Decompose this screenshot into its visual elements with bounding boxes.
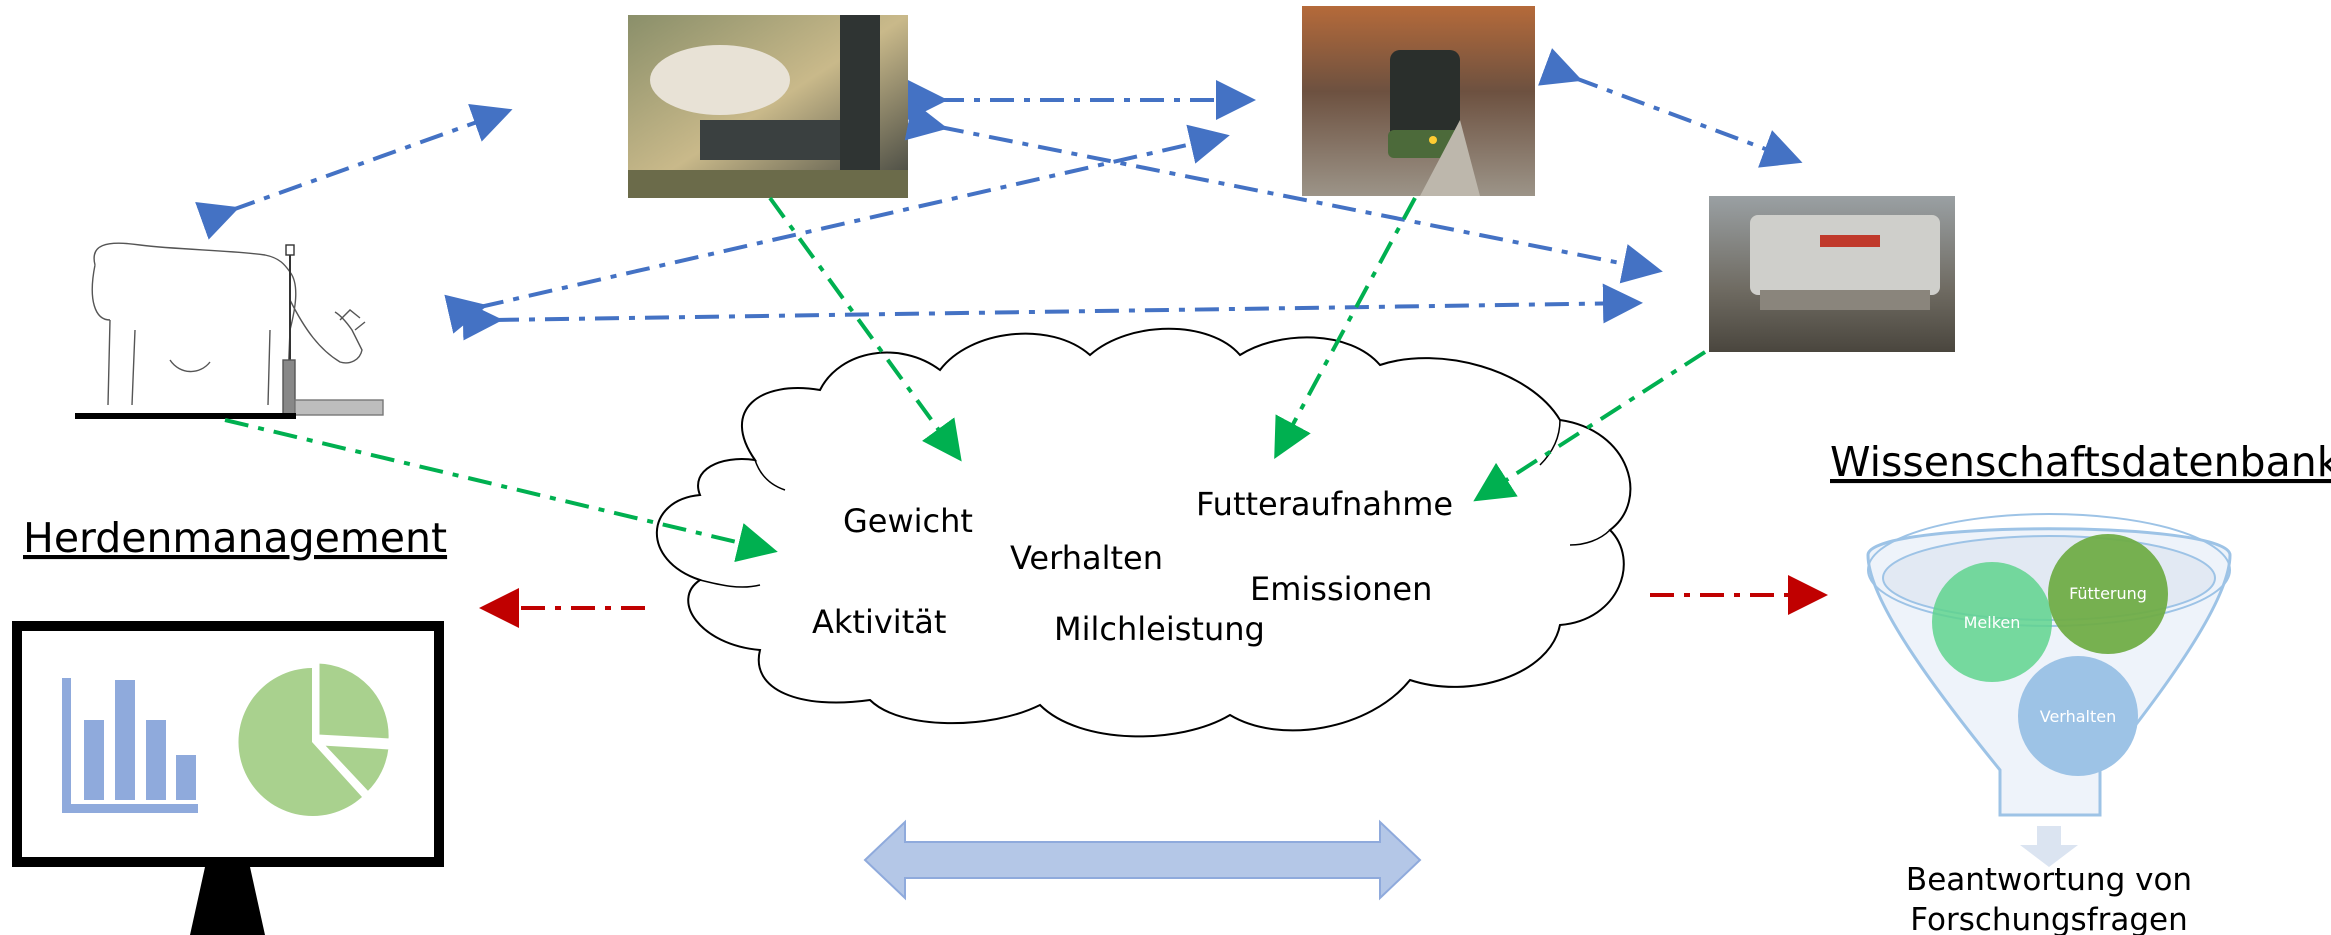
- circle-feeding: [2048, 534, 2168, 654]
- output-arrows: [479, 575, 1828, 628]
- arrow-pusher-to-cloud: [1473, 350, 1707, 502]
- cloud-term-behavior: Verhalten: [1010, 539, 1163, 577]
- cloud-term-weight: Gewicht: [843, 502, 973, 540]
- milking-robot-photo: [628, 15, 908, 198]
- arrow-cow-to-pusher: [462, 283, 1643, 341]
- funnel-output-line2: Forschungsfragen: [1910, 902, 2187, 935]
- arrow-cow-to-milking: [195, 103, 513, 240]
- cloud-term-milk-yield: Milchleistung: [1054, 610, 1265, 648]
- funnel-output-line1: Beantwortung von: [1906, 862, 2192, 898]
- monitor-icon: [12, 621, 444, 935]
- arrow-mixer-to-pusher: [1538, 48, 1803, 168]
- sensor-connections: [195, 48, 1803, 341]
- circle-milking: [1932, 562, 2052, 682]
- circle-behavior-label: Verhalten: [2040, 707, 2117, 726]
- cloud-term-emissions: Emissionen: [1250, 570, 1432, 608]
- data-flow-arrows: [224, 196, 1707, 563]
- arrow-milking-to-pusher: [904, 101, 1663, 284]
- herd-management-title: Herdenmanagement: [23, 514, 447, 562]
- circle-feeding-label: Fütterung: [2069, 584, 2147, 603]
- cloud-term-activity: Aktivität: [812, 603, 946, 641]
- big-double-arrow: [863, 819, 1422, 901]
- arrow-cow-to-mixer: [444, 124, 1230, 334]
- circle-milking-label: Melken: [1964, 613, 2021, 632]
- funnel-output-arrow: [2020, 826, 2078, 867]
- feed-mixer-photo: [1302, 6, 1535, 196]
- feed-pusher-photo: [1709, 196, 1955, 352]
- arrow-milking-to-cloud: [768, 196, 962, 462]
- data-cloud: [655, 327, 1632, 738]
- circle-behavior: [2018, 656, 2138, 776]
- cow-sketch-image: [75, 242, 384, 419]
- arrow-cow-to-cloud: [224, 418, 778, 563]
- bar-chart-icon: [62, 678, 198, 813]
- science-database-funnel: [1866, 513, 2232, 867]
- science-database-title: Wissenschaftsdatenbank: [1830, 438, 2331, 486]
- cloud-term-feed-intake: Futteraufnahme: [1196, 485, 1453, 523]
- pie-chart-icon: [238, 660, 392, 816]
